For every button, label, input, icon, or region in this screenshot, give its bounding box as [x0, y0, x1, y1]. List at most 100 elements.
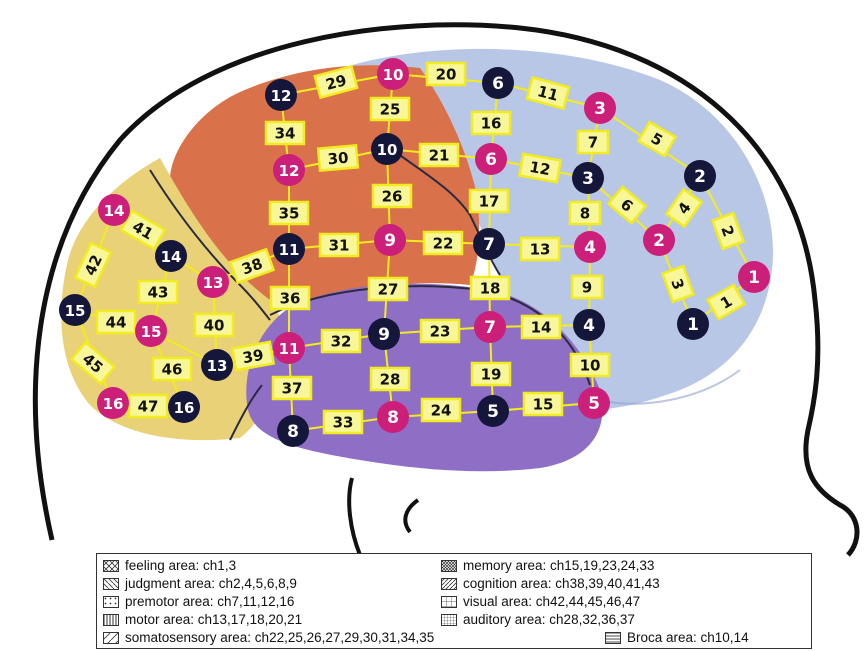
channel-label: 40	[204, 317, 225, 335]
channel-14: 14	[522, 316, 560, 338]
emitter-label: 13	[203, 274, 224, 292]
emitter-9: 9	[374, 224, 406, 256]
emitter-label: 2	[653, 231, 665, 251]
channel-label: 47	[138, 398, 159, 416]
channel-label: 27	[378, 281, 399, 299]
channel-44: 44	[97, 311, 135, 333]
legend-item: auditory area: ch28,32,36,37	[441, 612, 635, 627]
channel-label: 22	[433, 235, 454, 253]
channel-25: 25	[371, 98, 409, 120]
channel-12: 12	[519, 154, 560, 182]
neck-line-right	[405, 500, 418, 532]
detector-6: 6	[482, 67, 514, 99]
channel-16: 16	[472, 112, 510, 134]
channel-label: 25	[380, 101, 401, 119]
emitter-label: 12	[279, 162, 300, 180]
detector-10: 10	[371, 133, 403, 165]
channel-7: 7	[578, 131, 608, 153]
legend-label: feeling area: ch1,3	[125, 558, 236, 573]
emitter-label: 6	[485, 150, 497, 170]
channel-label: 30	[327, 149, 349, 169]
channel-43: 43	[139, 281, 177, 303]
detector-13: 13	[201, 349, 233, 381]
channel-label: 9	[582, 279, 592, 297]
channel-label: 10	[580, 357, 601, 375]
channel-label: 24	[431, 402, 452, 420]
channel-37: 37	[273, 377, 311, 399]
channel-label: 26	[382, 188, 403, 206]
channel-label: 7	[588, 134, 598, 152]
detector-3: 3	[572, 162, 604, 194]
legend-label: somatosensory area: ch22,25,26,27,29,30,…	[125, 630, 434, 645]
legend-item: premotor area: ch7,11,12,16	[103, 594, 294, 609]
channel-36: 36	[271, 287, 309, 309]
emitter-label: 7	[484, 318, 496, 338]
channel-39: 39	[232, 342, 273, 370]
emitter-label: 16	[103, 395, 124, 413]
emitter-15: 15	[135, 315, 167, 347]
legend-swatch	[103, 632, 119, 644]
detector-11: 11	[273, 233, 305, 265]
emitter-10: 10	[377, 58, 409, 90]
emitter-label: 15	[141, 323, 162, 341]
channel-label: 13	[530, 241, 551, 259]
emitter-label: 3	[594, 99, 606, 119]
legend-label: auditory area: ch28,32,36,37	[463, 612, 635, 627]
detector-label: 12	[271, 87, 292, 105]
detector-label: 13	[207, 357, 228, 375]
detector-label: 1	[687, 315, 699, 335]
channel-23: 23	[421, 320, 459, 342]
emitter-label: 5	[588, 394, 600, 414]
channel-label: 20	[436, 66, 457, 84]
detector-2: 2	[684, 160, 716, 192]
channel-label: 39	[241, 346, 265, 367]
channel-19: 19	[472, 363, 510, 385]
channel-label: 8	[580, 205, 590, 223]
legend-swatch	[441, 614, 457, 626]
emitter-label: 4	[584, 238, 596, 258]
emitter-label: 10	[383, 66, 404, 84]
channel-label: 31	[329, 237, 350, 255]
channel-label: 32	[331, 333, 352, 351]
channel-8: 8	[570, 202, 600, 224]
channel-label: 37	[282, 380, 303, 398]
legend-item: somatosensory area: ch22,25,26,27,29,30,…	[103, 630, 434, 645]
legend-swatch	[605, 632, 621, 644]
channel-22: 22	[424, 232, 462, 254]
detector-12: 12	[265, 79, 297, 111]
channel-28: 28	[371, 368, 409, 390]
legend-item: judgment area: ch2,4,5,6,8,9	[103, 576, 297, 591]
channel-label: 33	[333, 414, 354, 432]
detector-label: 5	[487, 402, 499, 422]
detector-label: 7	[483, 235, 495, 255]
channel-label: 36	[280, 290, 301, 308]
legend: feeling area: ch1,3memory area: ch15,19,…	[96, 553, 812, 649]
channel-label: 18	[480, 280, 501, 298]
emitter-label: 8	[387, 408, 399, 428]
detector-label: 15	[65, 302, 86, 320]
emitter-14: 14	[98, 194, 130, 226]
legend-swatch	[441, 560, 457, 572]
detector-label: 14	[161, 248, 182, 266]
detector-label: 9	[378, 325, 390, 345]
detector-label: 8	[287, 422, 299, 442]
legend-item: motor area: ch13,17,18,20,21	[103, 612, 302, 627]
emitter-7: 7	[474, 311, 506, 343]
detector-1: 1	[677, 308, 709, 340]
legend-label: motor area: ch13,17,18,20,21	[125, 612, 302, 627]
detector-4: 4	[573, 309, 605, 341]
detector-label: 2	[694, 167, 706, 187]
channel-31: 31	[320, 234, 358, 256]
channel-10: 10	[571, 354, 609, 376]
emitter-6: 6	[475, 143, 507, 175]
channel-32: 32	[322, 330, 360, 352]
channel-20: 20	[427, 63, 465, 85]
channel-35: 35	[270, 202, 308, 224]
emitter-16: 16	[97, 387, 129, 419]
channel-17: 17	[470, 190, 508, 212]
emitter-12: 12	[273, 154, 305, 186]
emitter-5: 5	[578, 387, 610, 419]
channel-label: 12	[528, 158, 552, 179]
channel-21: 21	[420, 144, 458, 166]
legend-swatch	[103, 560, 119, 572]
